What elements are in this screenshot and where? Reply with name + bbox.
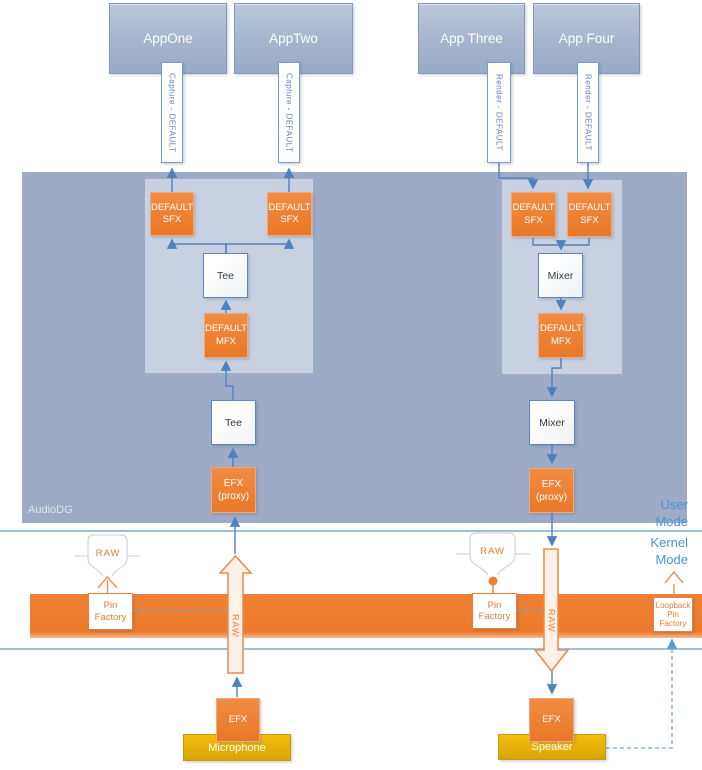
user-mode-line1: User xyxy=(660,497,688,512)
raw-up-arrow-label: RAW xyxy=(230,614,241,638)
pin-factory-line2: Factory xyxy=(478,611,511,622)
sfx-line2: SFX xyxy=(580,214,599,226)
efx-label: EFX xyxy=(542,713,561,725)
mfx-line2: MFX xyxy=(550,335,572,347)
efx-proxy-capture: EFX (proxy) xyxy=(211,467,256,513)
capture-pipe-app-one: Capture - DEFAULT xyxy=(161,62,183,163)
mixer-label: Mixer xyxy=(547,269,574,282)
render-pipe-label: Render - DEFAULT xyxy=(494,74,504,151)
efx-line1: EFX xyxy=(223,478,244,489)
mixer-node-upper: Mixer xyxy=(538,253,583,298)
render-pipe-label: Render - DEFAULT xyxy=(583,74,593,151)
microphone-label: Microphone xyxy=(208,741,266,754)
efx-line2: (proxy) xyxy=(535,491,568,503)
capture-pin-arrow xyxy=(97,575,118,593)
kernel-mode-line1: Kernel xyxy=(650,535,688,550)
kernel-lower-divider xyxy=(0,648,702,650)
render-pipe-app-four: Render - DEFAULT xyxy=(577,62,599,163)
render-pin-dot xyxy=(488,576,498,586)
pin-factory-line2: Factory xyxy=(94,611,127,623)
efx-line1: EFX xyxy=(541,478,562,490)
app-one-label: AppOne xyxy=(143,31,193,46)
pin-shield-glyphs xyxy=(75,532,530,577)
tee-node-lower: Tee xyxy=(211,400,256,445)
sfx-line1: DEFAULT xyxy=(268,201,311,213)
mfx-line1: DEFAULT xyxy=(204,323,248,335)
app-three-label: App Three xyxy=(440,31,503,46)
capture-pipe-label: Capture - DEFAULT xyxy=(167,72,177,153)
kernel-streaming-bus xyxy=(30,594,702,638)
speaker-label: Speaker xyxy=(531,741,573,753)
app-four-label: App Four xyxy=(558,31,615,46)
render-pipe-app-three: Render - DEFAULT xyxy=(487,62,511,163)
capture-pipe-app-two: Capture - DEFAULT xyxy=(278,62,300,163)
raw-shield-left-label: RAW xyxy=(95,547,121,559)
mfx-line2: MFX xyxy=(215,335,237,347)
dashed-speaker-to-loopback xyxy=(606,638,678,749)
pin-factory-line1: Pin xyxy=(103,600,118,612)
render-pin-connector xyxy=(488,576,498,593)
sfx-line2: SFX xyxy=(524,214,543,226)
sfx-line1: DEFAULT xyxy=(568,202,611,214)
pin-factory-line1: Pin xyxy=(487,599,502,611)
user-kernel-divider xyxy=(0,530,702,532)
sfx-line2: SFX xyxy=(280,214,299,225)
loopback-line2: Pin xyxy=(667,609,679,619)
raw-down-arrow-label: RAW xyxy=(546,609,557,633)
tee-label: Tee xyxy=(217,269,234,282)
user-mode-line2: Mode xyxy=(655,514,688,529)
kernel-mode-line2: Mode xyxy=(655,552,688,567)
sfx-line2: SFX xyxy=(162,214,182,225)
efx-label: EFX xyxy=(228,713,248,725)
efx-node-speaker: EFX xyxy=(529,698,574,742)
raw-shield-right-label: RAW xyxy=(480,545,505,557)
efx-node-microphone: EFX xyxy=(216,698,260,742)
loopback-line3: Factory xyxy=(659,619,687,629)
sfx-line1: DEFAULT xyxy=(512,202,555,214)
loopback-line1: Loopback xyxy=(655,600,691,610)
audiodg-label: AudioDG xyxy=(28,504,73,516)
tee-label: Tee xyxy=(225,416,242,429)
capture-pipe-label: Capture - DEFAULT xyxy=(284,72,294,153)
mfx-line1: DEFAULT xyxy=(539,323,583,335)
efx-line2: (proxy) xyxy=(217,491,250,502)
tee-node-upper: Tee xyxy=(203,253,248,298)
mixer-node-lower: Mixer xyxy=(529,400,575,445)
app-two-label: AppTwo xyxy=(269,31,318,46)
efx-proxy-render: EFX(proxy) xyxy=(529,468,574,513)
mixer-label: Mixer xyxy=(539,416,565,429)
sfx-line1: DEFAULT xyxy=(150,201,194,213)
